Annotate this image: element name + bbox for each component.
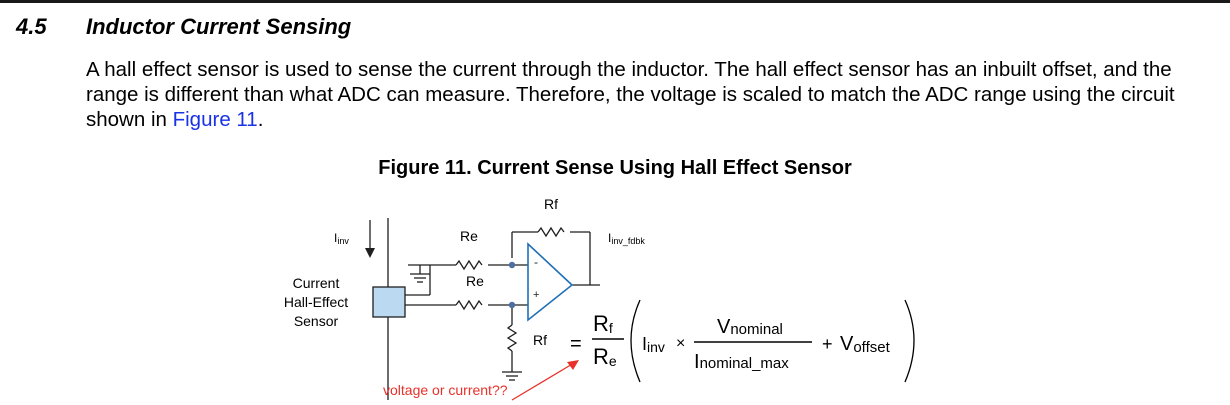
opamp-minus-label: - — [534, 255, 538, 269]
eq-v-offset: Voffset — [840, 333, 891, 356]
eq-re-denominator: Re — [593, 344, 617, 369]
eq-right-paren — [904, 299, 915, 383]
body-paragraph: A hall effect sensor is used to sense th… — [86, 57, 1196, 132]
section-title: Inductor Current Sensing — [86, 14, 352, 39]
top-rule — [0, 0, 1230, 3]
sensor-label-line3: Sensor — [294, 313, 339, 329]
opamp-plus-label: + — [533, 289, 539, 301]
eq-left-paren — [630, 299, 641, 383]
eq-times: × — [676, 335, 685, 352]
eq-i-nominal-max: Inominal_max — [694, 351, 789, 373]
junction-node-upper — [508, 261, 516, 269]
junction-node-lower — [508, 301, 516, 309]
section-number: 4.5 — [16, 14, 47, 39]
re-top-resistor — [455, 259, 483, 271]
re-top-label: Re — [460, 228, 478, 244]
eq-plus: + — [822, 334, 833, 354]
sensor-label-line1: Current — [293, 275, 340, 291]
re-bottom-label: Re — [466, 273, 484, 289]
eq-i-inv: Iinv — [642, 334, 665, 355]
annotation-arrow-head — [567, 360, 579, 370]
rf-feedback-resistor — [537, 226, 565, 238]
eq-v-nominal: Vnominal — [717, 316, 783, 338]
hall-effect-sensor-box — [372, 286, 406, 318]
eq-rf-numerator: Rf — [593, 311, 613, 336]
figure-caption: Figure 11. Current Sense Using Hall Effe… — [378, 157, 852, 179]
paragraph-text: A hall effect sensor is used to sense th… — [86, 58, 1175, 131]
figure-11-link[interactable]: Figure 11 — [172, 108, 258, 131]
re-bottom-resistor — [455, 299, 483, 311]
sensor-label-line2: Hall-Effect — [284, 294, 348, 310]
rf-bottom-label: Rf — [533, 332, 547, 348]
opamp-triangle — [527, 242, 574, 322]
current-arrow-head — [365, 248, 375, 258]
rf-ground-resistor — [506, 324, 518, 352]
paragraph-tail: . — [257, 108, 264, 131]
rf-top-label: Rf — [544, 196, 558, 212]
iinv-fdbk-label: Iinv_fdbk — [608, 231, 645, 246]
eq-equals: = — [570, 333, 582, 355]
annotation-text: voltage or current?? — [383, 382, 508, 398]
annotation-arrow-line — [511, 362, 575, 401]
iinv-label: Iinv — [334, 231, 349, 246]
